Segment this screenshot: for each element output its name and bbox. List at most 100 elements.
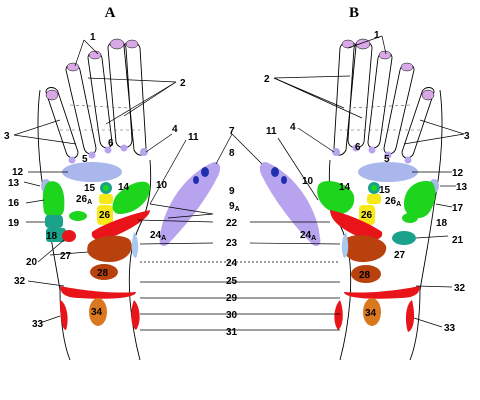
label-8: 8 <box>229 148 235 159</box>
right-toe-2 <box>367 51 393 149</box>
left-zone-26 <box>97 205 113 225</box>
label-30: 30 <box>226 310 238 321</box>
right-zone-33 <box>405 300 415 332</box>
label-right-15: 15 <box>379 185 391 196</box>
right-zone-8-dot-1 <box>271 167 279 177</box>
right-zone-34 <box>363 298 381 326</box>
label-right-28: 28 <box>359 270 371 281</box>
right-zone-18 <box>402 213 418 223</box>
label-left-34: 34 <box>91 307 103 318</box>
label-left-10: 10 <box>156 180 168 191</box>
left-zone-32 <box>60 286 136 299</box>
label-left-5: 5 <box>82 154 88 165</box>
right-toe-5 <box>333 41 357 156</box>
label-left-14: 14 <box>118 182 130 193</box>
left-toe-base-4 <box>88 151 96 159</box>
label-31: 31 <box>226 327 238 338</box>
left-toe-tip-3 <box>66 62 80 72</box>
label-left-20: 20 <box>26 257 38 268</box>
left-toe-2 <box>87 51 113 149</box>
label-left-28: 28 <box>97 268 109 279</box>
right-toe-tip-2 <box>378 50 392 60</box>
leader-lines <box>13 35 465 331</box>
left-zone-green-medial <box>112 181 150 214</box>
right-toe-tip-3 <box>400 62 414 72</box>
label-left-32: 32 <box>14 276 26 287</box>
left-zone-9 <box>159 162 221 246</box>
label-right-13: 13 <box>456 182 468 193</box>
left-zone-12 <box>62 162 122 182</box>
left-toe-tip-1 <box>109 38 125 50</box>
right-zone-26a <box>367 194 381 204</box>
label-right-12: 12 <box>452 168 464 179</box>
right-toe-base-2 <box>352 144 360 152</box>
label-right-17: 17 <box>452 203 464 214</box>
right-zone-21 <box>392 231 416 245</box>
right-toe-base-4 <box>384 151 392 159</box>
label-left-13: 13 <box>8 178 20 189</box>
label-left-11: 11 <box>188 132 199 143</box>
label-left-19: 19 <box>8 218 20 229</box>
label-right-1: 1 <box>374 30 380 41</box>
label-right-5: 5 <box>384 154 390 165</box>
left-zone-19 <box>45 215 63 228</box>
left-toe-4 <box>45 87 79 159</box>
label-24: 24 <box>226 258 238 269</box>
right-toe-tip-1 <box>355 38 371 50</box>
left-zone-28 <box>90 264 118 280</box>
left-zone-33 <box>60 300 68 330</box>
label-9a: 9A <box>229 201 240 213</box>
label-right-32: 32 <box>454 283 466 294</box>
label-left-16: 16 <box>8 198 20 209</box>
label-right-10: 10 <box>302 176 314 187</box>
left-toe-tip-5 <box>125 39 139 49</box>
left-zone-24a <box>131 232 139 258</box>
left-toe-base-2 <box>120 144 128 152</box>
left-foot <box>37 38 221 361</box>
label-right-34: 34 <box>365 308 377 319</box>
left-toe-5 <box>123 41 147 156</box>
label-left-1: 1 <box>90 32 96 43</box>
left-zone-18 <box>69 211 87 221</box>
left-toe-tip-2 <box>88 50 102 60</box>
right-foot <box>259 38 443 361</box>
label-right-3: 3 <box>464 131 470 142</box>
right-zone-28 <box>351 265 381 283</box>
label-right-11: 11 <box>266 126 277 137</box>
left-zone-26a <box>99 194 113 204</box>
left-zone-16 <box>42 181 65 218</box>
left-zone-18b <box>46 228 66 242</box>
label-left-2: 2 <box>180 78 186 89</box>
label-right-24a: 24A <box>300 230 316 242</box>
label-left-4: 4 <box>172 124 178 135</box>
left-zone-30 <box>131 300 140 330</box>
right-zone-27 <box>342 235 387 262</box>
right-zone-24a <box>341 232 349 258</box>
left-toe-base-1 <box>140 148 148 156</box>
label-right-26: 26 <box>361 210 373 221</box>
left-toe-base-3 <box>104 146 112 154</box>
left-zone-8-dot-1 <box>201 167 209 177</box>
label-left-15: 15 <box>84 183 96 194</box>
left-zone-8-dot-2 <box>193 176 199 184</box>
label-right-33: 33 <box>444 323 456 334</box>
panel-label-a: A <box>105 5 116 21</box>
label-left-26: 26 <box>99 210 111 221</box>
label-right-21: 21 <box>452 235 464 246</box>
label-right-6: 6 <box>355 142 361 153</box>
right-zone-green-medial <box>317 181 355 214</box>
right-zone-22 <box>330 210 383 240</box>
labels-right: 1 2 3 4 5 6 10 11 12 13 14 15 17 18 21 2… <box>264 30 470 334</box>
right-zone-9 <box>259 162 321 246</box>
label-right-2: 2 <box>264 74 270 85</box>
right-toe-base-1 <box>332 148 340 156</box>
left-toe-tip-4 <box>45 89 59 101</box>
left-zone-34 <box>89 298 107 326</box>
label-right-14: 14 <box>339 182 351 193</box>
label-left-26a: 26A <box>76 194 92 206</box>
left-toe-base-5 <box>68 156 76 164</box>
label-right-4: 4 <box>290 122 296 133</box>
right-toe-base-5 <box>404 156 412 164</box>
label-left-6: 6 <box>108 138 114 149</box>
